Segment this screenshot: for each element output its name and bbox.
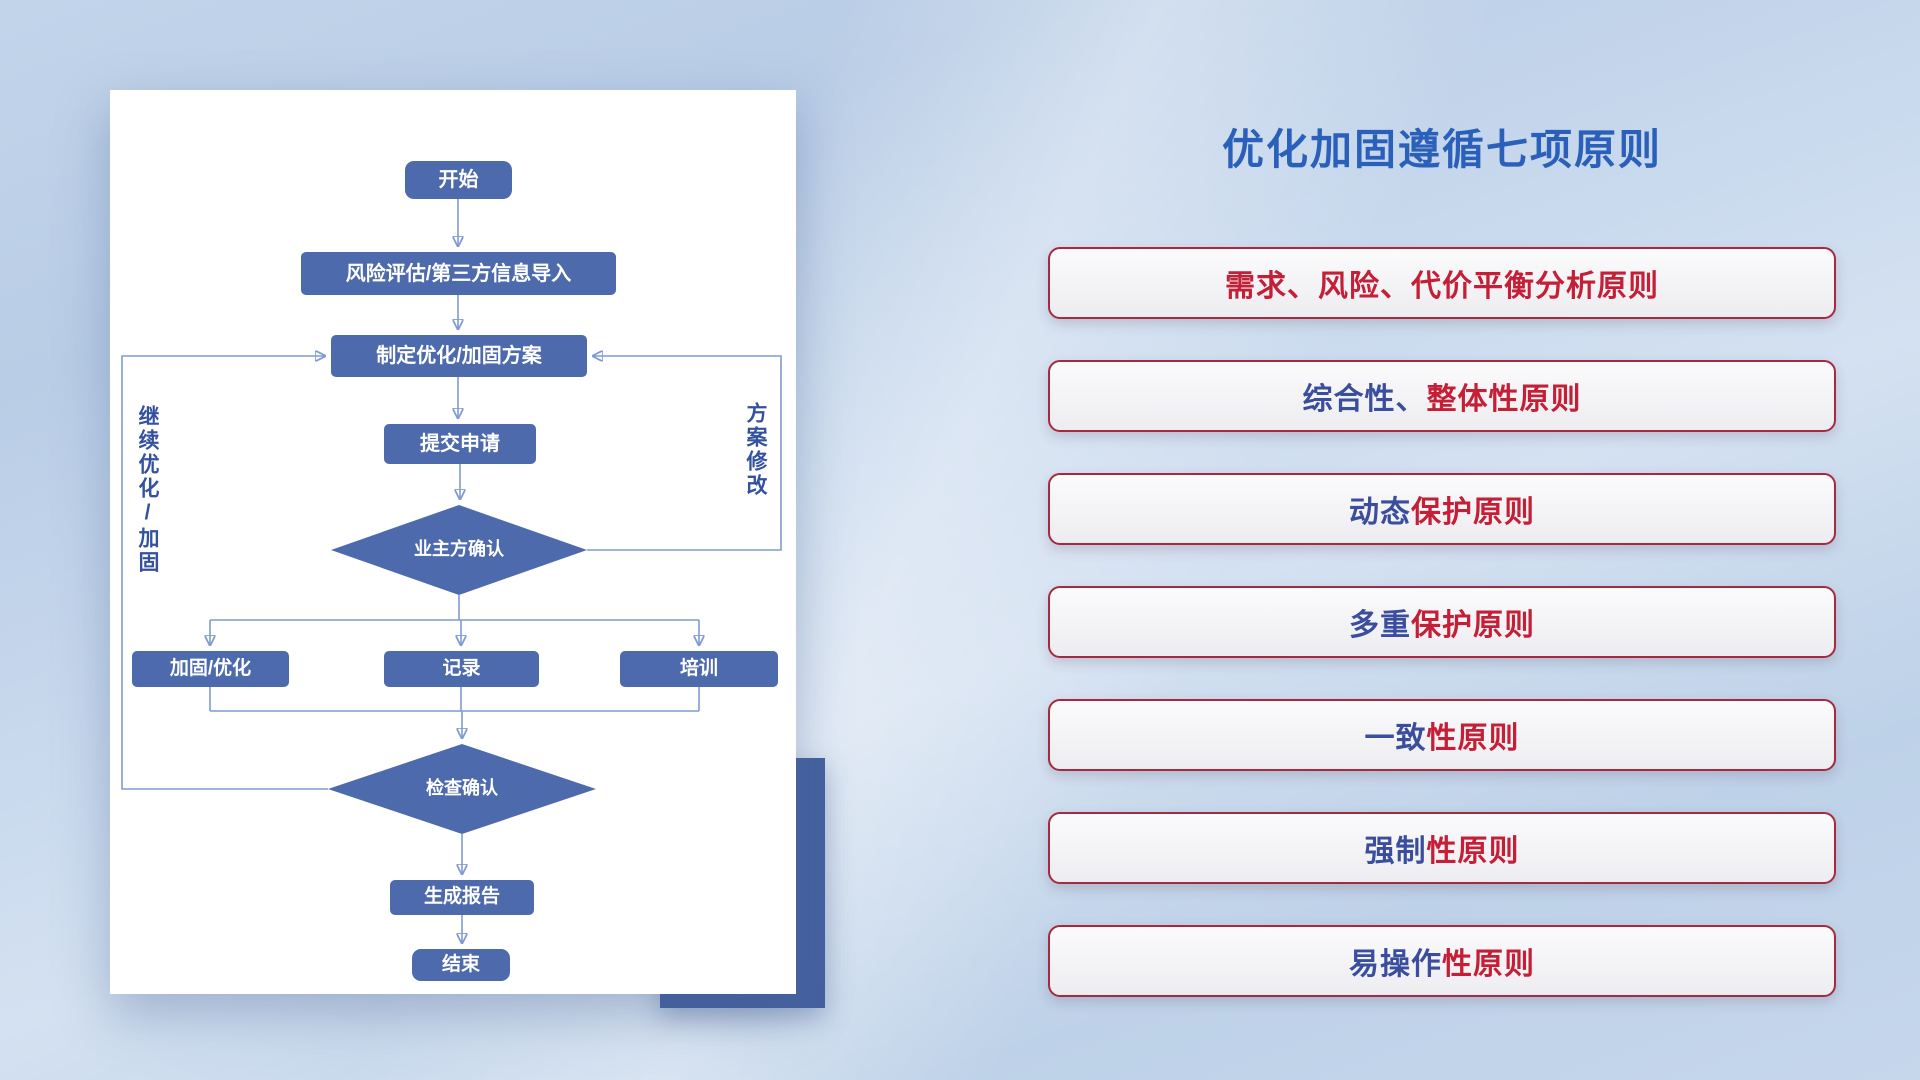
flow-label-plan-revision: 方案修改 [744, 402, 767, 498]
principle-pill: 需求、风险、代价平衡分析原则 [1048, 247, 1836, 319]
principle-text: 整体性原则 [1426, 383, 1582, 416]
principle-pill: 易操作性原则 [1048, 925, 1836, 997]
principle-pill: 动态保护原则 [1048, 473, 1836, 545]
flow-node-start: 开始 [405, 161, 512, 199]
principle-pill: 强制性原则 [1048, 812, 1836, 884]
flow-node-record-label: 记录 [442, 657, 481, 679]
principle-text: 易操作 [1349, 948, 1442, 981]
flow-connectors [121, 199, 782, 994]
principle-text: 保护原则 [1411, 609, 1535, 642]
flow-node-plan-label: 制定优化/加固方案 [376, 345, 542, 367]
principle-text: 一致 [1364, 722, 1427, 755]
principle-pill: 综合性、整体性原则 [1048, 360, 1836, 432]
principle-pill: 一致性原则 [1048, 699, 1836, 771]
flow-label-continue-optimize: 继续优化/加固 [136, 405, 159, 575]
flow-node-submit-application: 提交申请 [384, 424, 536, 464]
flow-node-reinforce-optimize: 加固/优化 [132, 651, 289, 687]
flow-node-make-plan: 制定优化/加固方案 [331, 335, 587, 377]
principle-text: 保护原则 [1411, 496, 1535, 529]
principles-list: 需求、风险、代价平衡分析原则综合性、整体性原则动态保护原则多重保护原则一致性原则… [1048, 247, 1836, 997]
flow-node-generate-report: 生成报告 [390, 880, 534, 915]
principle-pill: 多重保护原则 [1048, 586, 1836, 658]
flow-node-owner-confirm-label: 业主方确认 [414, 539, 504, 560]
flow-node-submit-label: 提交申请 [420, 433, 500, 455]
page-title: 优化加固遵循七项原则 [1221, 126, 1662, 173]
flow-node-end-label: 结束 [441, 953, 480, 975]
principle-text: 强制 [1364, 835, 1427, 868]
flowchart: 开始 风险评估/第三方信息导入 制定优化/加固方案 提交申请 业主方确认 加固/… [110, 90, 796, 994]
flow-node-reinforce-label: 加固/优化 [169, 657, 252, 679]
principle-text: 多重 [1349, 609, 1411, 642]
flow-node-training: 培训 [620, 651, 778, 687]
principle-text: 综合性、 [1302, 383, 1427, 416]
flow-node-record: 记录 [384, 651, 539, 687]
principle-text: 动态 [1349, 496, 1411, 529]
principle-text: 性原则 [1426, 722, 1520, 755]
flowchart-card: 开始 风险评估/第三方信息导入 制定优化/加固方案 提交申请 业主方确认 加固/… [110, 90, 796, 994]
principle-text: 性原则 [1426, 835, 1520, 868]
principle-text: 性原则 [1442, 948, 1535, 981]
flow-node-risk-label: 风险评估/第三方信息导入 [345, 262, 572, 285]
flow-node-risk-assessment: 风险评估/第三方信息导入 [301, 252, 616, 295]
principle-text: 需求、风险、代价平衡分析原则 [1225, 270, 1659, 303]
flow-node-start-label: 开始 [438, 169, 479, 191]
flow-node-check-confirm-label: 检查确认 [426, 778, 498, 799]
flow-node-training-label: 培训 [679, 657, 718, 679]
flow-node-end: 结束 [412, 949, 510, 981]
flow-node-report-label: 生成报告 [423, 886, 500, 908]
